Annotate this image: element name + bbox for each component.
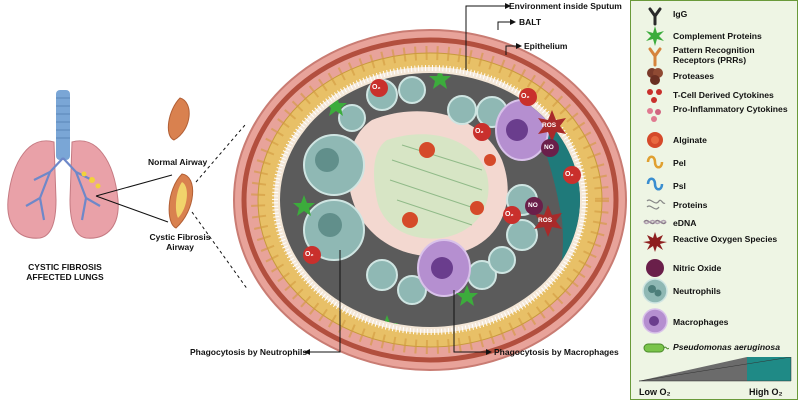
no-marker-1 xyxy=(541,139,559,157)
legend-label-edna: eDNA xyxy=(673,218,697,228)
legend-label-psl: Psl xyxy=(673,181,686,191)
oxygen-gradient xyxy=(639,357,792,382)
legend-label-macrophages: Macrophages xyxy=(673,317,729,327)
ros-icon xyxy=(643,232,667,252)
legend-label-igg: IgG xyxy=(673,9,688,19)
environment-label: Environment inside Sputum xyxy=(509,1,622,11)
ros-marker-text: ROS xyxy=(542,122,557,129)
trachea xyxy=(56,90,70,160)
legend-label-complement: Complement Proteins xyxy=(673,31,762,41)
no-marker-2 xyxy=(525,197,543,215)
alginate-icon xyxy=(647,132,663,148)
bronchi xyxy=(25,157,101,221)
pro-inflammatory-icon xyxy=(647,108,661,122)
o2-marker-text: O₂ xyxy=(565,171,574,178)
normal-airway-tube xyxy=(167,97,190,141)
legend-label-pseudomonas: Pseudomonas aeruginosa xyxy=(673,342,780,352)
o2-marker-text: O₂ xyxy=(305,251,314,258)
pel-icon xyxy=(646,155,664,169)
proteins-icon xyxy=(646,199,666,210)
neutrophil-icon xyxy=(642,278,668,304)
igg-icon xyxy=(648,7,662,26)
airway-illustrations xyxy=(167,97,194,229)
macrophage-icon xyxy=(642,308,668,334)
edna-icon xyxy=(643,219,667,225)
psl-icon xyxy=(646,177,664,191)
legend-label-nitric-oxide: Nitric Oxide xyxy=(673,263,722,273)
pseudomonas-icon xyxy=(643,343,669,353)
alginate-clusters xyxy=(402,142,496,228)
no-marker-text: NO xyxy=(528,202,538,209)
legend-label-ros: Reactive Oxygen Species xyxy=(673,234,778,244)
legend-label-neutrophils: Neutrophils xyxy=(673,286,721,296)
ros-marker-text: ROS xyxy=(538,217,553,224)
protease-icon xyxy=(647,68,663,85)
legend-label-prr: Pattern Recognition Receptors (PRRs) xyxy=(673,45,755,65)
o2-marker-text: O₂ xyxy=(372,84,381,91)
oxygen-markers xyxy=(303,79,581,264)
normal-airway-label: Normal Airway xyxy=(148,157,208,167)
prr-icon xyxy=(648,47,662,67)
ros-markers xyxy=(534,110,566,237)
legend-label-tcell-cytokines: T-Cell Derived Cytokines xyxy=(673,90,774,100)
legend-label-pro-inflammatory: Pro-Inflammatory Cytokines xyxy=(673,104,788,114)
legend-label-alginate: Alginate xyxy=(673,135,707,145)
complement-protein-icon xyxy=(646,26,664,46)
cytokine-icon xyxy=(647,89,662,103)
legend-label-proteases: Proteases xyxy=(673,71,715,81)
legend-panel: IgG Complement Proteins Pattern Recognit… xyxy=(630,0,798,400)
o2-marker-text: O₂ xyxy=(505,211,514,218)
high-oxygen-label: High O₂ xyxy=(749,387,783,397)
phagocytosis-neutrophils-label: Phagocytosis by Neutrophils xyxy=(190,347,308,357)
epithelium-label: Epithelium xyxy=(524,41,568,51)
cilia xyxy=(272,65,588,335)
o2-marker-text: O₂ xyxy=(521,93,530,100)
airway-cross-section xyxy=(233,29,627,371)
low-oxygen-label: Low O₂ xyxy=(639,387,671,397)
nitric-oxide-icon xyxy=(646,259,664,277)
phagocytosis-macrophages-label: Phagocytosis by Macrophages xyxy=(494,347,619,357)
balt-label: BALT xyxy=(519,17,542,27)
balt-ring xyxy=(241,37,619,363)
legend-label-proteins: Proteins xyxy=(673,200,708,210)
no-marker-text: NO xyxy=(544,144,554,151)
o2-marker-text: O₂ xyxy=(475,128,484,135)
cf-lungs-illustration xyxy=(7,90,119,239)
legend-label-pel: Pel xyxy=(673,158,686,168)
